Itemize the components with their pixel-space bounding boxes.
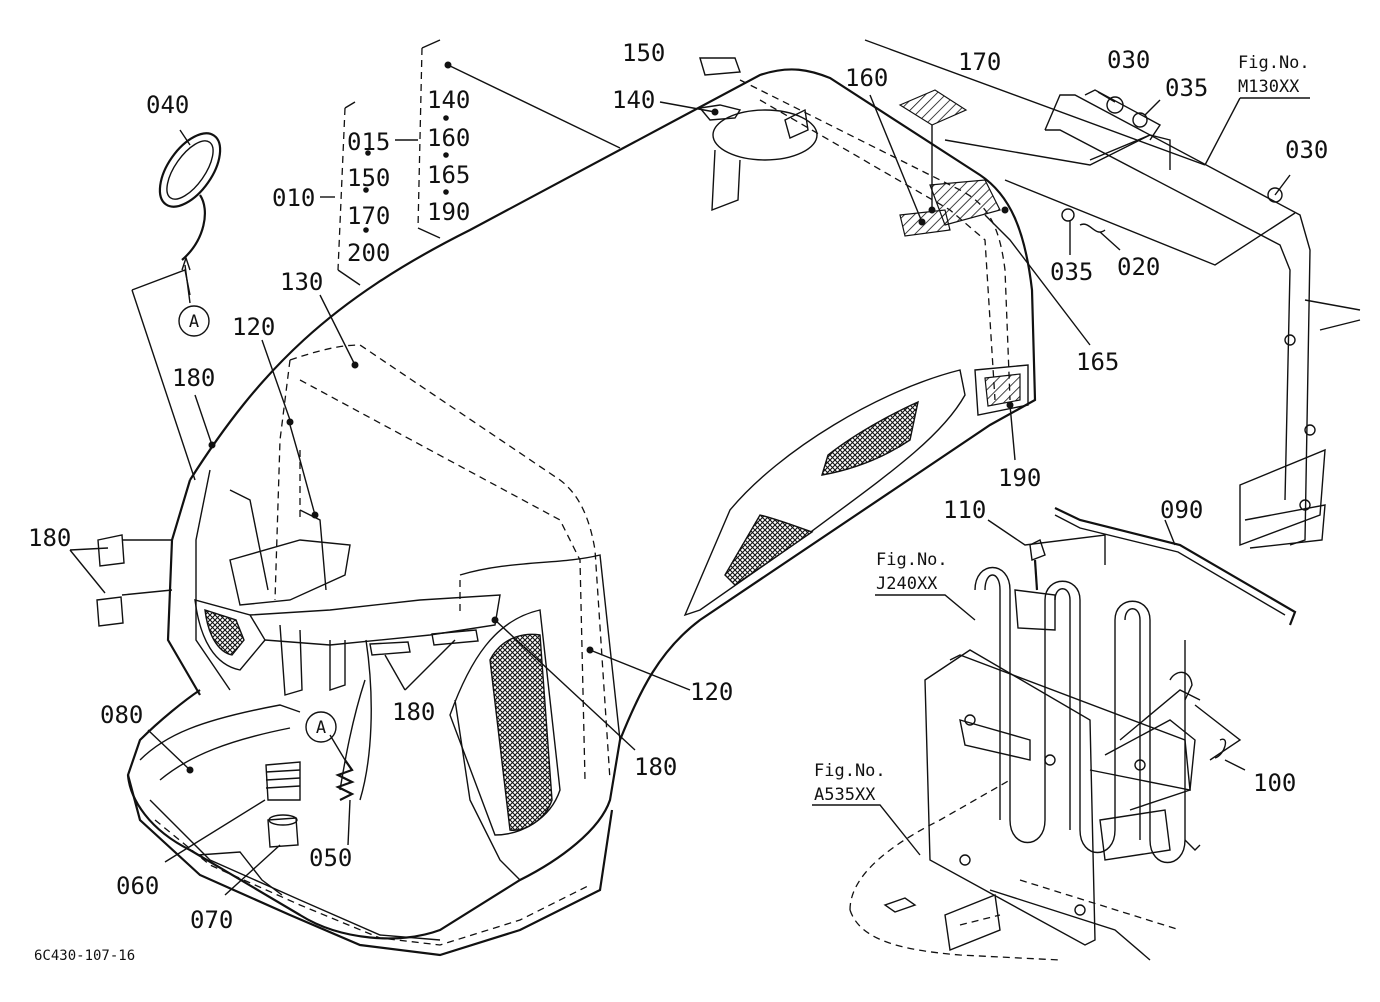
label-150: 150 [622, 39, 665, 67]
diagram-code: 6C430-107-16 [34, 948, 135, 964]
label-010: 010 [272, 184, 315, 212]
label-090: 090 [1160, 496, 1203, 524]
fig-ref-line: M130XX [1238, 77, 1300, 97]
fig-ref-line: Fig.No. [814, 761, 886, 781]
label-180-center: 180 [392, 698, 435, 726]
group2-item: 160 [427, 124, 470, 152]
label-120-right: 120 [690, 678, 733, 706]
callout-a-lower: A [305, 711, 337, 743]
fig-ref-a535: Fig.No. A535XX [814, 761, 886, 805]
fig-ref-line: Fig.No. [876, 550, 948, 570]
label-035-bottom: 035 [1050, 258, 1093, 286]
callout-letter: A [189, 312, 199, 332]
label-030-right: 030 [1285, 136, 1328, 164]
radiator-frame-j240 [924, 539, 1201, 946]
label-170: 170 [958, 48, 1001, 76]
fig-ref-line: J240XX [876, 574, 938, 594]
label-100: 100 [1253, 769, 1296, 797]
callout-letter: A [316, 718, 326, 738]
label-140: 140 [612, 86, 655, 114]
callout-a-upper: A [178, 305, 210, 337]
group1-item: 150 [347, 164, 390, 192]
rear-frame-m130 [1044, 89, 1361, 549]
group1-item: 015 [347, 128, 390, 156]
rod-090 [1054, 507, 1297, 701]
part-labels: 040 150 140 160 170 030 035 030 035 020 … [28, 39, 1328, 934]
label-060: 060 [116, 872, 159, 900]
label-180-left: 180 [172, 364, 215, 392]
label-070: 070 [190, 906, 233, 934]
group2-item: 190 [427, 198, 470, 226]
group1-item: 200 [347, 239, 390, 267]
label-020: 020 [1117, 253, 1160, 281]
label-130: 130 [280, 268, 323, 296]
reference-dots [186, 61, 1014, 774]
label-165: 165 [1076, 348, 1119, 376]
group-list-1: 015 150 170 200 [347, 128, 390, 267]
group2-item: 165 [427, 161, 470, 189]
fig-ref-line: A535XX [814, 785, 876, 805]
label-180-side: 180 [634, 753, 677, 781]
fig-ref-line: Fig.No. [1238, 53, 1310, 73]
label-190: 190 [998, 464, 1041, 492]
label-110: 110 [943, 496, 986, 524]
label-035-top: 035 [1165, 74, 1208, 102]
bonnet-hood [126, 68, 1037, 957]
group1-item: 170 [347, 202, 390, 230]
mirror-040 [158, 132, 222, 261]
label-050: 050 [309, 844, 352, 872]
label-180-front: 180 [28, 524, 71, 552]
label-160: 160 [845, 64, 888, 92]
fig-ref-m130: Fig.No. M130XX [1238, 53, 1310, 97]
spring-assemblies [197, 639, 372, 896]
label-040: 040 [146, 91, 189, 119]
group-list-2: 140 160 165 190 [427, 86, 470, 226]
label-080: 080 [100, 701, 143, 729]
leader-lines [69, 39, 1310, 896]
label-120-left: 120 [232, 313, 275, 341]
fig-ref-j240: Fig.No. J240XX [876, 550, 948, 594]
group2-item: 140 [427, 86, 470, 114]
frame-a535 [849, 779, 1181, 961]
label-030-top: 030 [1107, 46, 1150, 74]
